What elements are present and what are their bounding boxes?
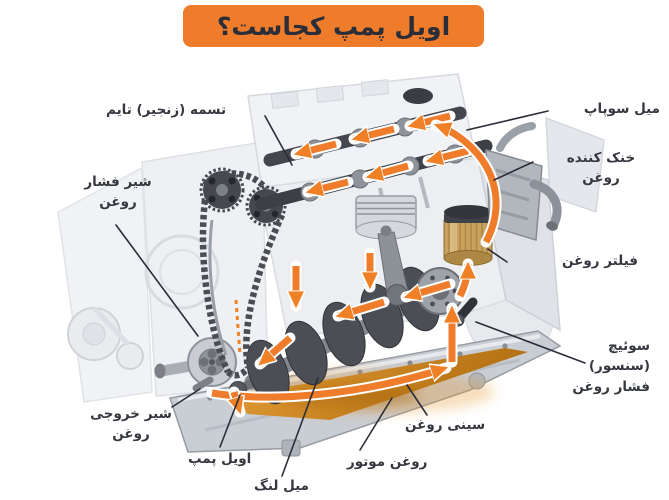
label-timing-belt: تسمه (زنجیر) تایم [106,102,227,118]
label-oil-pan: سینی روغن [405,417,486,433]
label-engine-oil: روغن موتور [347,454,428,470]
oil-flow-arrows [206,110,502,412]
title-banner: اویل پمپ کجاست؟ [183,5,484,47]
piston-graphic [355,195,417,306]
label-oil-pump: اویل پمپ [188,451,252,467]
label-outlet-valve: شیر خروجی روغن [90,406,172,443]
label-pressure-switch: سوئیچ (سنسور) فشار روغن [572,338,650,395]
label-oil-filter: فیلتر روغن [561,253,638,269]
label-oil-cooler: خنک کننده روغن [566,150,636,187]
label-pressure-valve: شیر فشار روغن [84,174,152,211]
leader-lines [115,110,586,477]
label-camshaft: میل سوپاپ [583,101,660,117]
page-title: اویل پمپ کجاست؟ [216,11,451,41]
label-crankshaft: میل لنگ [254,478,310,494]
oil-filter-graphic [443,205,493,266]
